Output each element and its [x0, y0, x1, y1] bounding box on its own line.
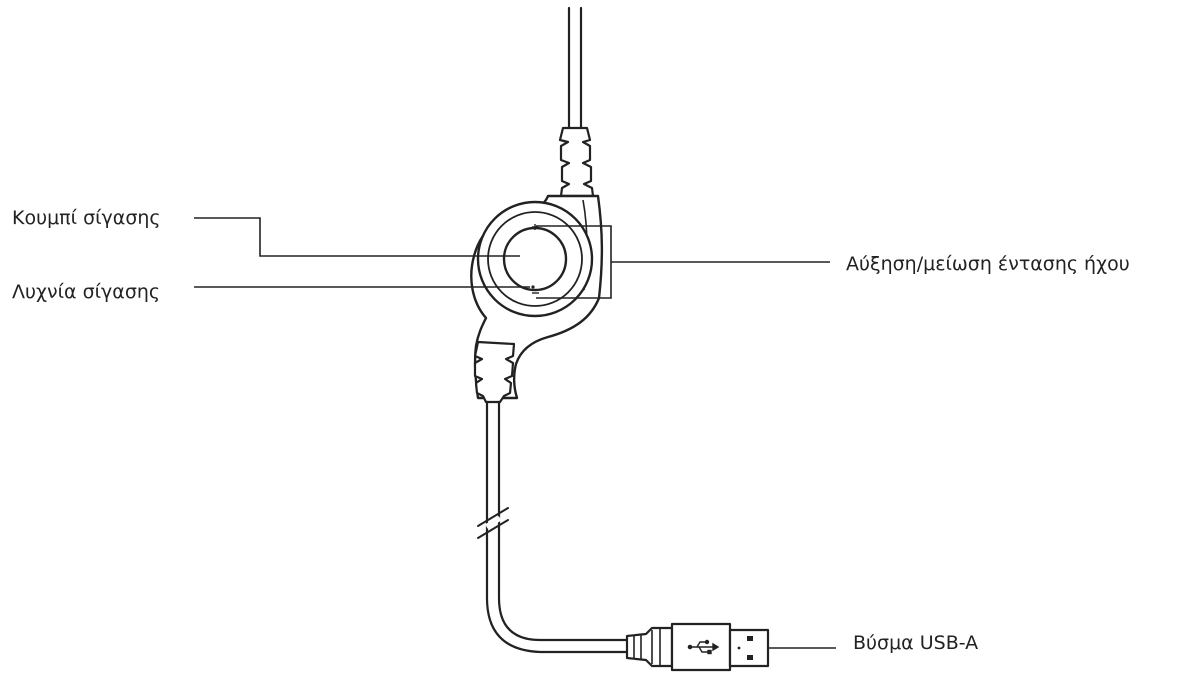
lower-strain-relief [473, 340, 516, 404]
control-pod [470, 194, 604, 400]
leader-lines [194, 217, 836, 649]
label-mute-led: Λυχνία σίγασης [12, 281, 161, 303]
label-mute-button: Κουμπί σίγασης [12, 207, 161, 229]
lower-cable [485, 400, 630, 654]
mute-button-shape [502, 226, 568, 292]
upper-cable [567, 6, 583, 132]
label-usb-a-plug: Βύσμα USB-A [853, 632, 979, 654]
leader-mute-button [194, 217, 520, 257]
usb-trident-icon [687, 639, 720, 655]
cable-break-mark [477, 507, 509, 539]
usb-a-plug [625, 622, 770, 672]
label-volume-up-down: Αύξηση/μείωση έντασης ήχου [846, 253, 1130, 275]
control-ring-groove [487, 211, 583, 307]
usb-connector [728, 628, 770, 668]
upper-strain-relief [558, 126, 595, 198]
mute-led-dot [531, 285, 535, 289]
